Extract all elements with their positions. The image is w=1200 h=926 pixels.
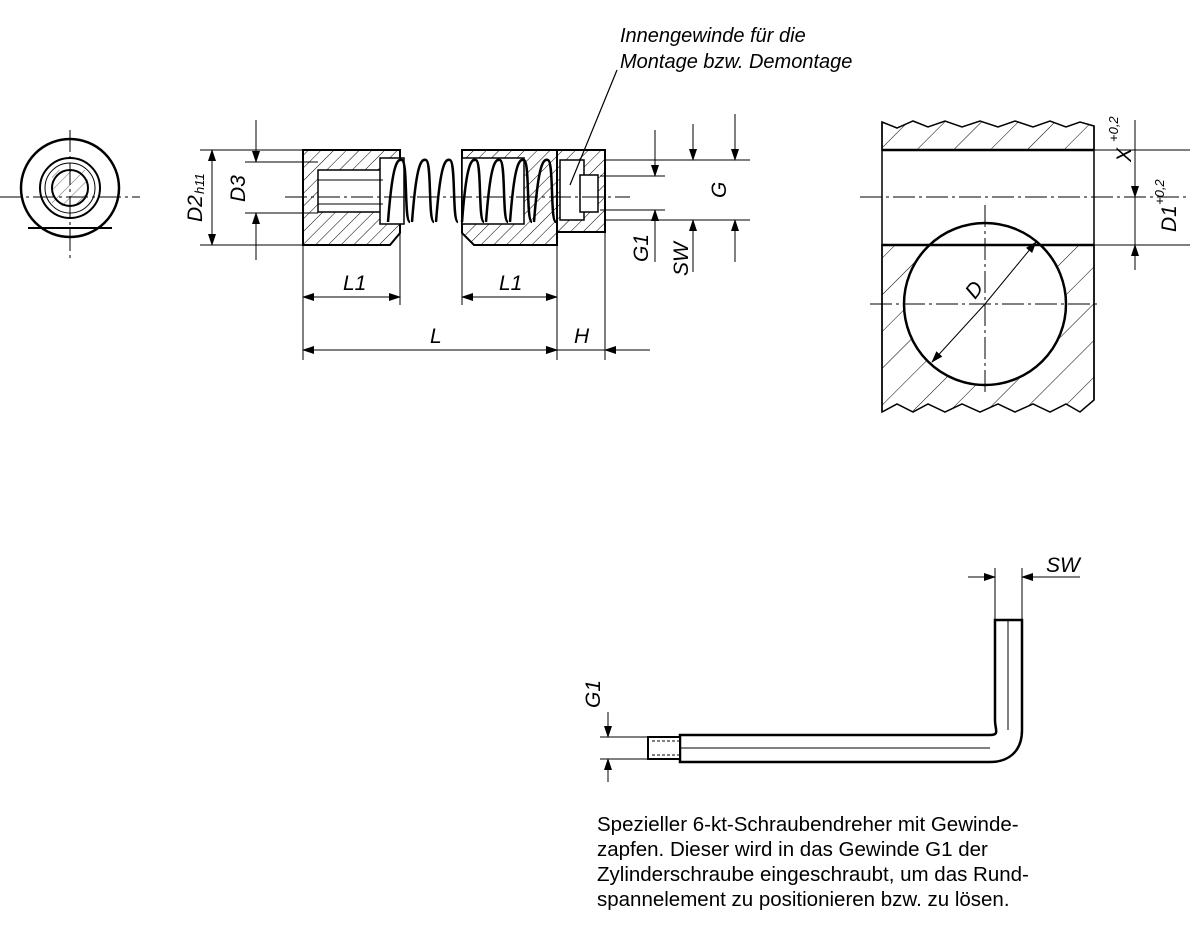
label-L: L	[430, 325, 442, 348]
label-D1-tol: +0,2	[1152, 179, 1167, 205]
label-SW-key: SW	[1046, 554, 1082, 577]
caption-line3: Zylinderschraube eingeschraubt, um das R…	[597, 863, 1029, 886]
annotation-line1: Innengewinde für die	[620, 25, 806, 47]
label-G1: G1	[630, 234, 653, 262]
label-G: G	[708, 182, 731, 198]
label-D3: D3	[227, 175, 250, 202]
label-D1: D1	[1158, 205, 1181, 232]
label-L1-right: L1	[499, 272, 522, 295]
label-h11: h11	[192, 173, 207, 194]
section-dim-labels: D2 h11 D3 G G1 SW L1 L1 L H	[184, 173, 731, 348]
label-G1-key: G1	[582, 680, 605, 708]
caption: Spezieller 6-kt-Schraubendreher mit Gewi…	[597, 812, 1117, 912]
label-X: X	[1113, 147, 1136, 163]
caption-line1: Spezieller 6-kt-Schraubendreher mit Gewi…	[597, 813, 1019, 836]
label-X-tol: +0,2	[1106, 116, 1121, 142]
section-view	[285, 149, 630, 246]
bore-dim-labels: D X +0,2 D1 +0,2	[961, 116, 1181, 304]
hex-key-labels: G1 SW	[582, 554, 1082, 708]
label-SW: SW	[670, 240, 693, 276]
caption-line2: zapfen. Dieser wird in das Gewinde G1 de…	[597, 838, 988, 861]
annotation-leader: Innengewinde für die Montage bzw. Demont…	[569, 25, 852, 186]
bore-view	[860, 120, 1190, 414]
label-D2: D2	[184, 195, 207, 222]
caption-line4: spannelement zu positionieren bzw. zu lö…	[597, 888, 1010, 911]
section-dimensions	[200, 114, 750, 360]
label-L1-left: L1	[343, 272, 366, 295]
annotation-line2: Montage bzw. Demontage	[620, 51, 852, 73]
end-view	[0, 130, 140, 262]
label-H: H	[574, 325, 590, 348]
hex-key-view	[600, 568, 1080, 782]
